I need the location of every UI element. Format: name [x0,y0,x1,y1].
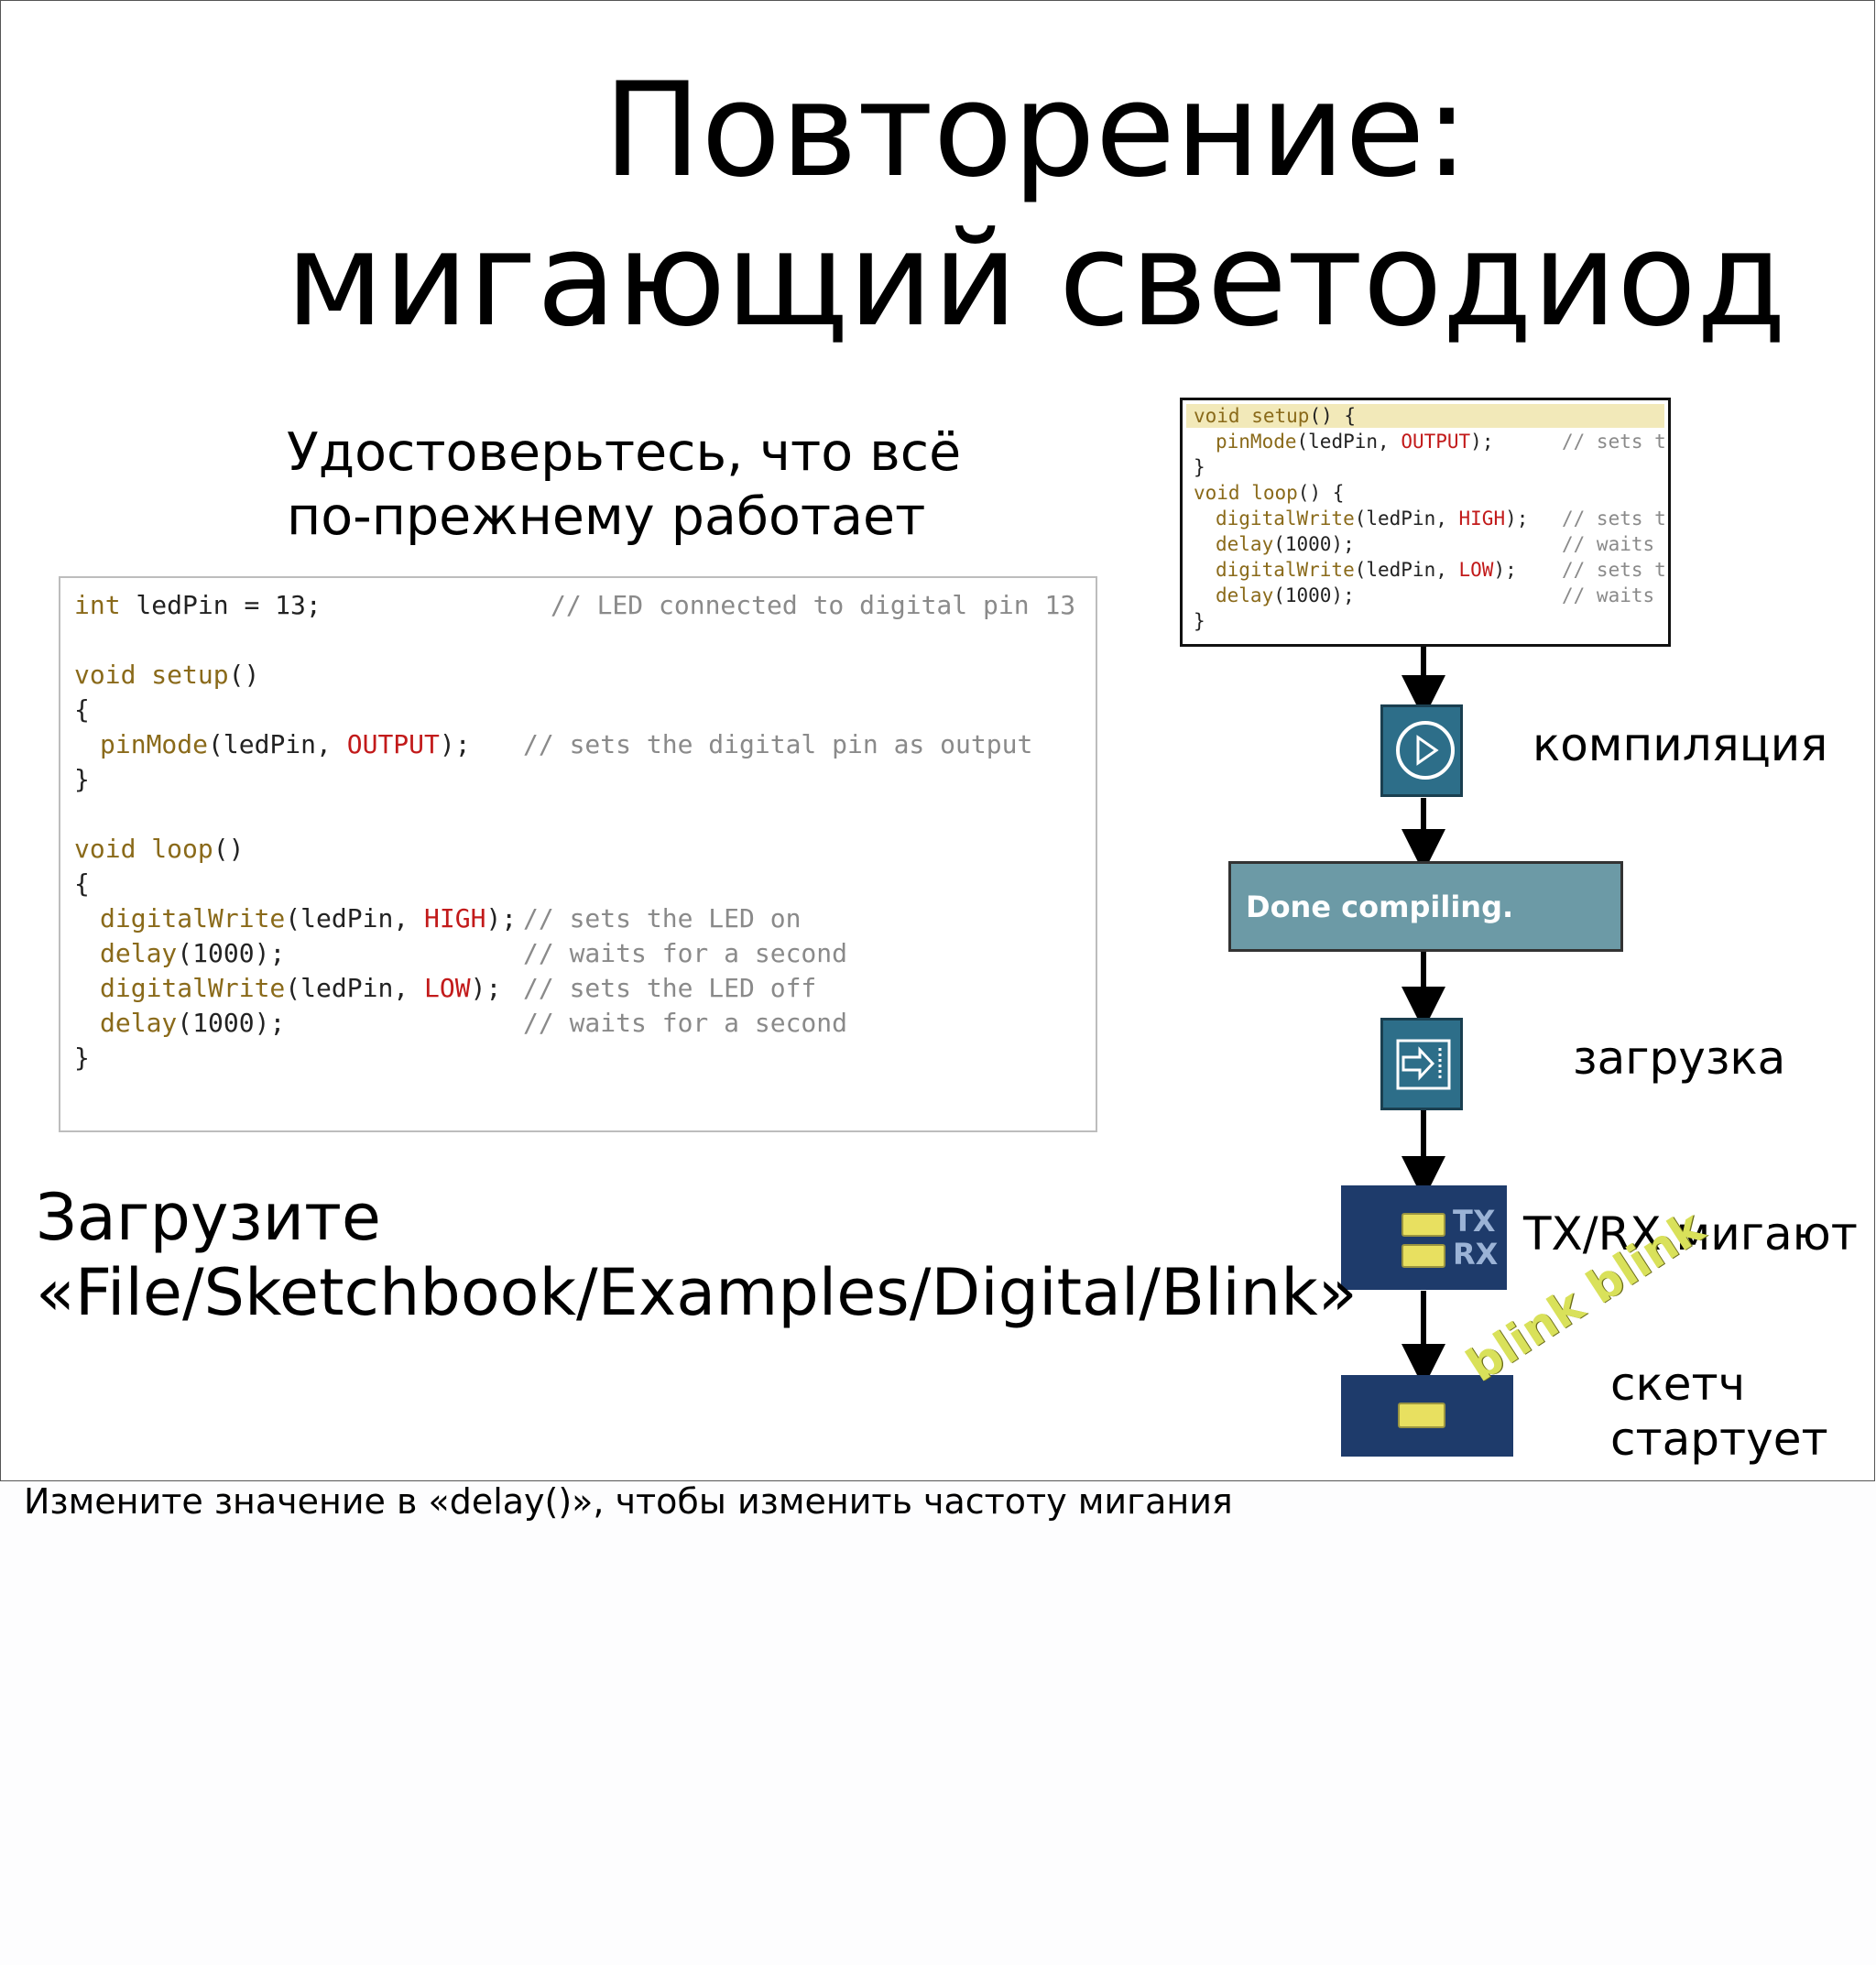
title-line-2: мигающий светодиод [285,204,1787,355]
txrx-label: TX/RX мигают [1523,1207,1858,1261]
txrx-board-photo: TX RX [1341,1185,1507,1290]
status-bar: Done compiling. [1228,861,1623,952]
code-line: } [74,1043,90,1073]
sketch-label-1: скетч [1610,1358,1746,1411]
compile-label: компиляция [1532,718,1828,771]
subtitle: Удостоверьтесь, что всё по-прежнему рабо… [287,420,961,549]
mini-code-line: } [1194,610,1205,632]
mini-code-thumbnail: void setup() { pinMode(ledPin, OUTPUT);/… [1180,398,1671,647]
load-instruction: Загрузите «File/Sketchbook/Examples/Digi… [36,1180,1358,1330]
code-line: digitalWrite(ledPin, HIGH);// sets the L… [100,903,802,933]
code-line: pinMode(ledPin, OUTPUT);// sets the digi… [100,729,1033,759]
status-text: Done compiling. [1246,890,1514,924]
compile-button[interactable] [1380,704,1463,797]
code-line: void setup() [74,660,260,690]
subtitle-line-1: Удостоверьтесь, что всё [287,422,962,483]
current-line-highlight [1186,404,1664,428]
code-line: { [74,868,90,899]
load-line-2: «File/Sketchbook/Examples/Digital/Blink» [36,1255,1358,1330]
slide: Повторение: мигающий светодиод Удостовер… [0,0,1875,1481]
play-icon [1396,721,1455,780]
upload-label: загрузка [1573,1032,1786,1085]
tx-led [1402,1213,1445,1237]
code-line: delay(1000);// waits for a second [100,938,848,968]
code-line: delay(1000);// waits for a second [100,1008,848,1038]
flow-arrows [1402,647,1445,1388]
l-led [1398,1403,1445,1428]
code-line: digitalWrite(ledPin, LOW);// sets the LE… [100,973,817,1003]
sketch-board-photo [1341,1375,1513,1457]
mini-code-line: void setup() { [1194,405,1357,427]
rx-silkscreen: RX [1453,1237,1499,1272]
code-listing: int ledPin = 13;// LED connected to digi… [59,576,1097,1132]
footer-note: Измените значение в «delay()», чтобы изм… [24,1481,1233,1522]
mini-code-line: delay(1000);// waits [1216,584,1655,606]
slide-title: Повторение: мигающий светодиод [230,56,1842,355]
mini-code-line: delay(1000);// waits [1216,533,1655,555]
code-line: void loop() [74,834,245,864]
code-line: } [74,764,90,794]
subtitle-line-2: по-прежнему работает [287,486,926,547]
mini-code-line: pinMode(ledPin, OUTPUT);// sets t [1216,431,1666,453]
load-line-1: Загрузите [36,1180,381,1255]
mini-code-line: digitalWrite(ledPin, HIGH);// sets t [1216,508,1666,529]
code-line: { [74,694,90,725]
mini-code-line: digitalWrite(ledPin, LOW);// sets t [1216,559,1666,581]
mini-code-line: } [1194,456,1205,478]
sketch-label-2: стартует [1610,1413,1828,1466]
rx-led [1402,1244,1445,1268]
mini-code-line: void loop() { [1194,482,1345,504]
code-line: int ledPin = 13;// LED connected to digi… [74,590,1076,620]
tx-silkscreen: TX [1453,1204,1496,1239]
upload-arrow-icon [1396,1039,1451,1090]
title-line-1: Повторение: [603,55,1469,206]
upload-button[interactable] [1380,1018,1463,1110]
